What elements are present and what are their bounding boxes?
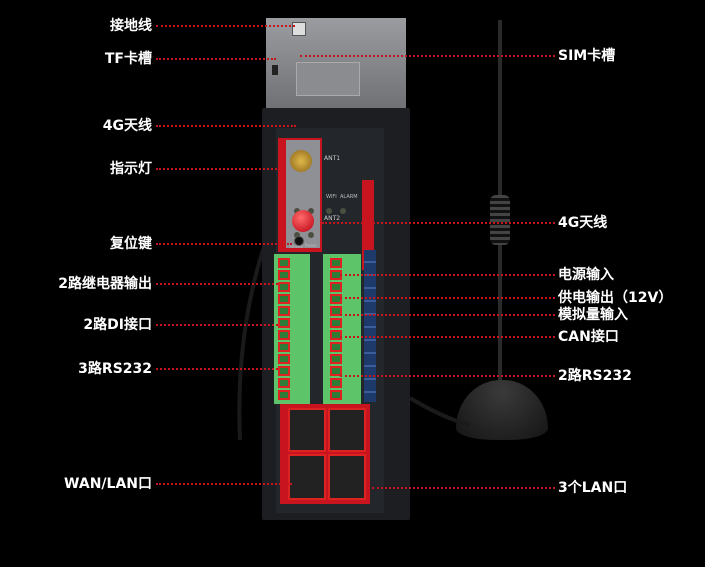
ant1-label: ANT1 (324, 155, 341, 162)
leader-line (156, 368, 278, 370)
label-indicator: 指示灯 (110, 161, 152, 177)
terminal-pin (330, 306, 342, 316)
terminal-pin (278, 366, 290, 376)
ant2-connector-cap (292, 210, 314, 232)
reset-button[interactable] (294, 236, 304, 246)
terminal-pin (278, 354, 290, 364)
led (340, 208, 346, 214)
terminal-pin (278, 270, 290, 280)
led (308, 208, 314, 214)
ant2-label: ANT2 (324, 215, 341, 222)
brand-logo (362, 180, 374, 270)
led (326, 208, 332, 214)
leader-line (156, 58, 276, 60)
terminal-pin (330, 354, 342, 364)
sim-card-slot (296, 62, 360, 96)
alarm-label: ALARM (340, 194, 358, 200)
label-rs232-3: 3路RS232 (78, 361, 152, 377)
leader-line (156, 324, 278, 326)
ethernet-port-lan[interactable] (328, 408, 366, 452)
label-4g-antenna-2: 4G天线 (558, 215, 608, 231)
leader-line (340, 297, 555, 299)
terminal-pin (330, 318, 342, 328)
terminal-pin (278, 306, 290, 316)
leader-line (156, 168, 281, 170)
online-label: Online (290, 244, 303, 249)
terminal-pin (330, 330, 342, 340)
leader-line (156, 243, 292, 245)
wifi-label: WIFI (326, 194, 337, 200)
led (308, 232, 314, 238)
leader-line (340, 314, 555, 316)
terminal-pin (330, 378, 342, 388)
terminal-legend-strip (364, 250, 376, 402)
terminal-pin (330, 294, 342, 304)
leader-line (156, 25, 295, 27)
terminal-pin (278, 390, 290, 400)
terminal-pin (330, 282, 342, 292)
terminal-pin (278, 282, 290, 292)
antenna-coil (490, 195, 510, 245)
label-power-input: 电源输入 (558, 267, 614, 283)
led (294, 232, 300, 238)
leader-line (340, 336, 555, 338)
terminal-pin (278, 342, 290, 352)
label-di: 2路DI接口 (83, 317, 152, 333)
label-wan-lan: WAN/LAN口 (64, 476, 152, 492)
label-can: CAN接口 (558, 329, 619, 345)
label-lan-3: 3个LAN口 (558, 480, 628, 496)
terminal-pin (330, 390, 342, 400)
terminal-pin (330, 366, 342, 376)
label-rs232-2: 2路RS232 (558, 368, 632, 384)
leader-line (156, 125, 296, 127)
label-sim-slot: SIM卡槽 (558, 48, 616, 64)
label-relay-output: 2路继电器输出 (58, 276, 152, 292)
terminal-pin (278, 330, 290, 340)
leader-line (340, 274, 555, 276)
terminal-pin (278, 294, 290, 304)
label-ground: 接地线 (110, 18, 152, 34)
leader-line (300, 55, 555, 57)
label-reset: 复位键 (110, 236, 152, 252)
ethernet-port-lan[interactable] (328, 454, 366, 500)
terminal-pin (330, 342, 342, 352)
label-tf-slot: TF卡槽 (104, 51, 152, 67)
ethernet-port-wan-lan[interactable] (288, 454, 326, 500)
tf-card-slot (272, 65, 278, 75)
terminal-pin (330, 258, 342, 268)
terminal-pin (278, 258, 290, 268)
terminal-pin (278, 378, 290, 388)
terminal-pin (278, 318, 290, 328)
label-analog-input: 模拟量输入 (558, 307, 628, 323)
leader-line (156, 283, 278, 285)
label-4g-antenna-1: 4G天线 (102, 118, 152, 134)
leader-line (156, 483, 292, 485)
leader-line (322, 222, 555, 224)
ground-screw (292, 22, 306, 36)
leader-line (372, 487, 555, 489)
label-power-output: 供电输出（12V） (558, 290, 673, 306)
terminal-block-right (323, 254, 361, 404)
reset-label: Reset (305, 243, 317, 248)
ethernet-port-lan[interactable] (288, 408, 326, 452)
leader-line (340, 375, 555, 377)
ant1-connector (290, 150, 312, 172)
